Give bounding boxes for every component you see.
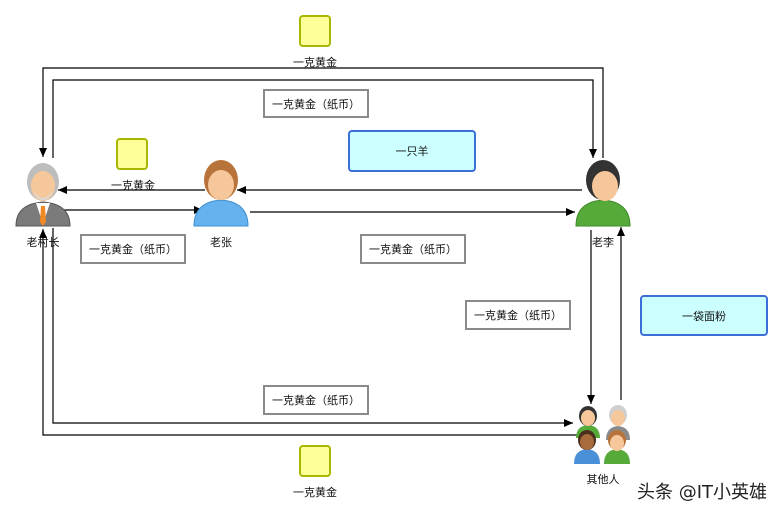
paper-money-box-middle: 一克黄金（纸币）	[360, 234, 466, 264]
gold-square-left	[116, 138, 148, 170]
arrow-li-to-chief-top	[39, 67, 604, 158]
paper-money-box-bottom: 一克黄金（纸币）	[263, 385, 369, 415]
label-others: 其他人	[586, 473, 620, 486]
paper-money-box-right: 一克黄金（纸币）	[465, 300, 571, 330]
gold-square-top	[299, 15, 331, 47]
chief-figure	[15, 163, 71, 227]
paper-money-box-top: 一克黄金（纸币）	[263, 89, 369, 118]
zhang-figure	[193, 160, 249, 227]
gold-label-left: 一克黄金	[111, 179, 155, 192]
li-figure	[575, 160, 631, 227]
gold-square-bottom	[299, 445, 331, 477]
label-li: 老李	[592, 236, 614, 249]
arrow-others-to-chief	[39, 229, 590, 436]
others-figure	[574, 405, 630, 464]
label-chief: 老村长	[26, 236, 60, 249]
gold-label-top: 一克黄金	[293, 56, 337, 69]
flour-box: 一袋面粉	[640, 295, 768, 336]
arrow-chief-to-li-top	[52, 79, 597, 158]
paper-money-box-left: 一克黄金（纸币）	[80, 234, 186, 264]
label-zhang: 老张	[210, 236, 232, 249]
sheep-box: 一只羊	[348, 130, 476, 172]
arrow-chief-to-others	[52, 228, 573, 427]
watermark: 头条 @IT小英雄	[636, 482, 767, 503]
gold-label-bottom: 一克黄金	[293, 486, 337, 499]
